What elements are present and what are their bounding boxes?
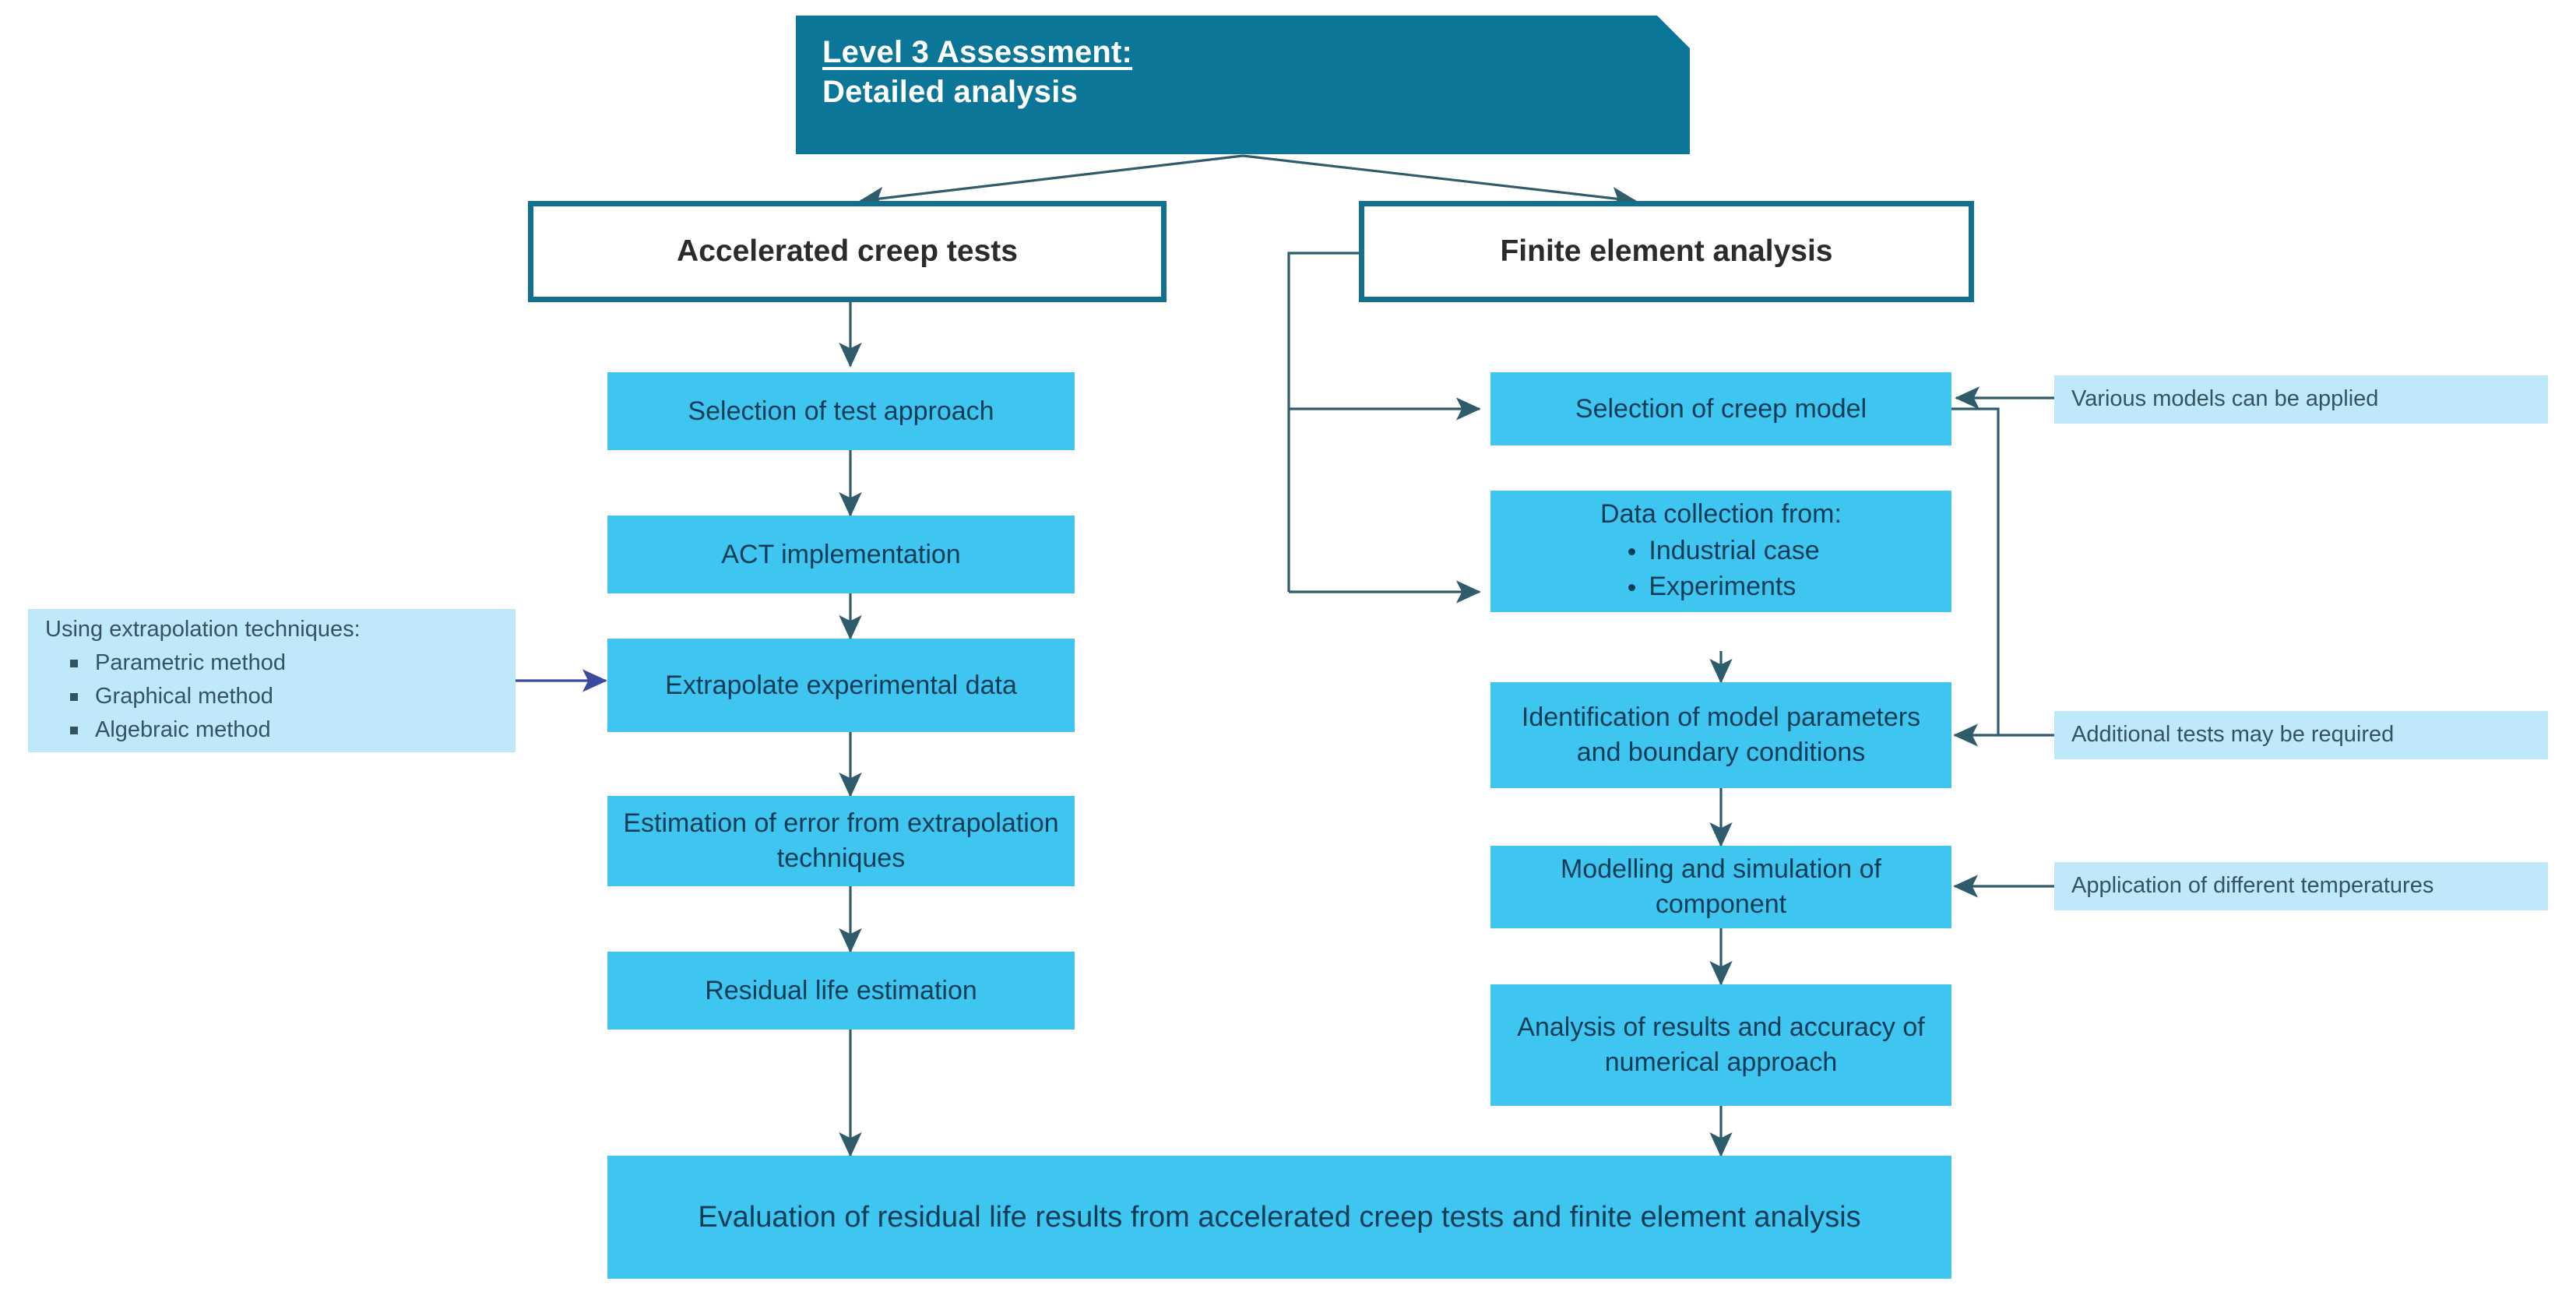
note-extrapolation-list: Parametric method Graphical method Algeb… [45, 647, 498, 747]
note-additional-tests[interactable]: Additional tests may be required [2054, 711, 2548, 759]
process-box-residual-life-estimation[interactable]: Residual life estimation [607, 952, 1075, 1030]
note-extrapolation-title: Using extrapolation techniques: [45, 616, 361, 642]
note-extrapolation-body: Using extrapolation techniques: Parametr… [45, 614, 498, 748]
list-item: Graphical method [69, 681, 498, 713]
data-collection-content: Data collection from: Industrial case Ex… [1501, 497, 1941, 607]
process-box-analysis-of-results[interactable]: Analysis of results and accuracy of nume… [1490, 984, 1951, 1106]
process-box-estimation-of-error[interactable]: Estimation of error from extrapolation t… [607, 796, 1075, 886]
data-collection-title: Data collection from: [1600, 498, 1842, 529]
header-banner: Level 3 Assessment: Detailed analysis [796, 16, 1690, 154]
note-extrapolation-techniques[interactable]: Using extrapolation techniques: Parametr… [28, 609, 516, 752]
header-banner-text: Level 3 Assessment: Detailed analysis [822, 33, 1132, 112]
section-box-accelerated-creep-tests[interactable]: Accelerated creep tests [528, 201, 1167, 302]
data-collection-list: Industrial case Experiments [1622, 532, 1820, 607]
note-various-models[interactable]: Various models can be applied [2054, 375, 2548, 424]
process-box-extrapolate-experimental-data[interactable]: Extrapolate experimental data [607, 639, 1075, 732]
link-banner-to-act [859, 154, 1244, 210]
header-line-1: Level 3 Assessment: [822, 35, 1133, 69]
process-box-act-implementation[interactable]: ACT implementation [607, 516, 1075, 593]
process-box-selection-of-creep-model[interactable]: Selection of creep model [1490, 372, 1951, 445]
section-box-finite-element-analysis[interactable]: Finite element analysis [1359, 201, 1974, 302]
process-box-selection-of-test-approach[interactable]: Selection of test approach [607, 372, 1075, 450]
list-item: Algebraic method [69, 714, 498, 746]
note-different-temperatures[interactable]: Application of different temperatures [2054, 862, 2548, 910]
process-box-modelling-and-simulation[interactable]: Modelling and simulation of component [1490, 846, 1951, 928]
process-box-identification-of-model-parameters[interactable]: Identification of model parameters and b… [1490, 682, 1951, 788]
link-feedback-loop [1951, 407, 2000, 747]
list-item: Experiments [1622, 569, 1819, 604]
process-box-data-collection[interactable]: Data collection from: Industrial case Ex… [1490, 491, 1951, 612]
list-item: Parametric method [69, 647, 498, 679]
link-fea-rail [1287, 252, 1359, 592]
link-banner-to-fea [1242, 154, 1637, 210]
list-item: Industrial case [1622, 533, 1820, 569]
process-box-evaluation-of-residual-life[interactable]: Evaluation of residual life results from… [607, 1156, 1951, 1279]
header-line-2: Detailed analysis [822, 75, 1079, 110]
